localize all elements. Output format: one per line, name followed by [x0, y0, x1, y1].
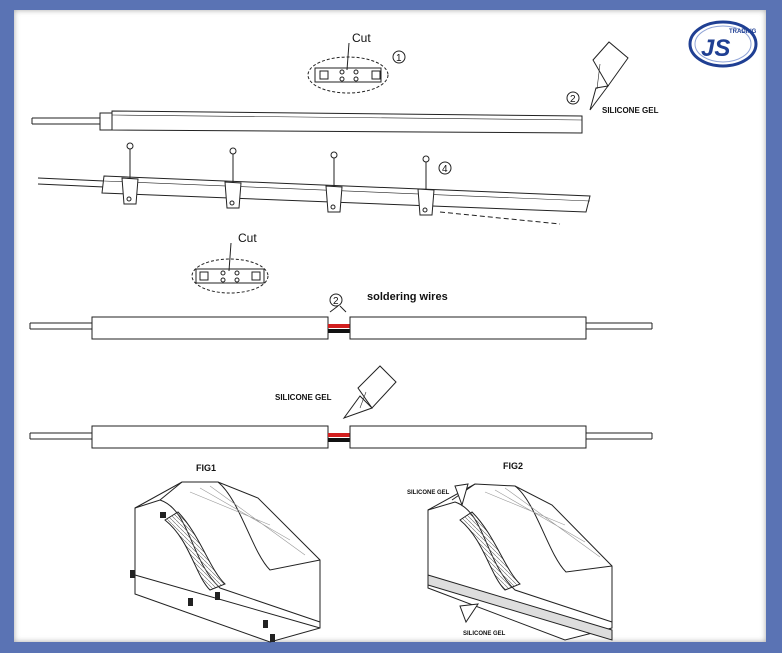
fig2-gel-bottom-label: SILICONE GEL — [463, 631, 506, 637]
step-number-1: 1 — [396, 53, 402, 64]
mounting-clip-1 — [121, 142, 139, 205]
soldered-strip: 2 soldering wires — [29, 291, 653, 340]
cut-label-1: Cut — [352, 31, 371, 45]
step3-cut-detail: Cut — [191, 231, 269, 294]
js-trading-logo: TRADING JS — [688, 20, 758, 68]
logo-trading-text: TRADING — [729, 29, 757, 35]
logo-js-text: JS — [701, 35, 730, 62]
gel-label-2: SILICONE GEL — [275, 393, 332, 402]
fig2-gel-top-label: SILICONE GEL — [407, 490, 450, 496]
led-strip-1: 2 SILICONE GEL — [31, 41, 659, 134]
step1-cut-detail: Cut 1 — [307, 31, 406, 94]
soldering-wires-label: soldering wires — [367, 291, 448, 303]
step-number-2b: 2 — [333, 296, 339, 307]
fig1-title: FIG1 — [196, 463, 216, 473]
fig2-illustration: FIG2 SILICONE GEL SILICONE GEL — [407, 461, 613, 641]
gel-strip: SILICONE GEL — [29, 365, 653, 449]
mounting-clip-4 — [417, 155, 435, 216]
step-number-2a: 2 — [570, 94, 576, 105]
step-number-4: 4 — [442, 164, 448, 175]
fig2-title: FIG2 — [503, 461, 523, 471]
mounting-clip-2 — [224, 147, 242, 209]
led-strip-2: 4 — [37, 161, 591, 225]
fig1-illustration: FIG1 — [130, 463, 321, 643]
gel-label-1: SILICONE GEL — [602, 106, 659, 115]
mounting-clip-3 — [325, 151, 343, 213]
cut-label-2: Cut — [238, 231, 257, 245]
